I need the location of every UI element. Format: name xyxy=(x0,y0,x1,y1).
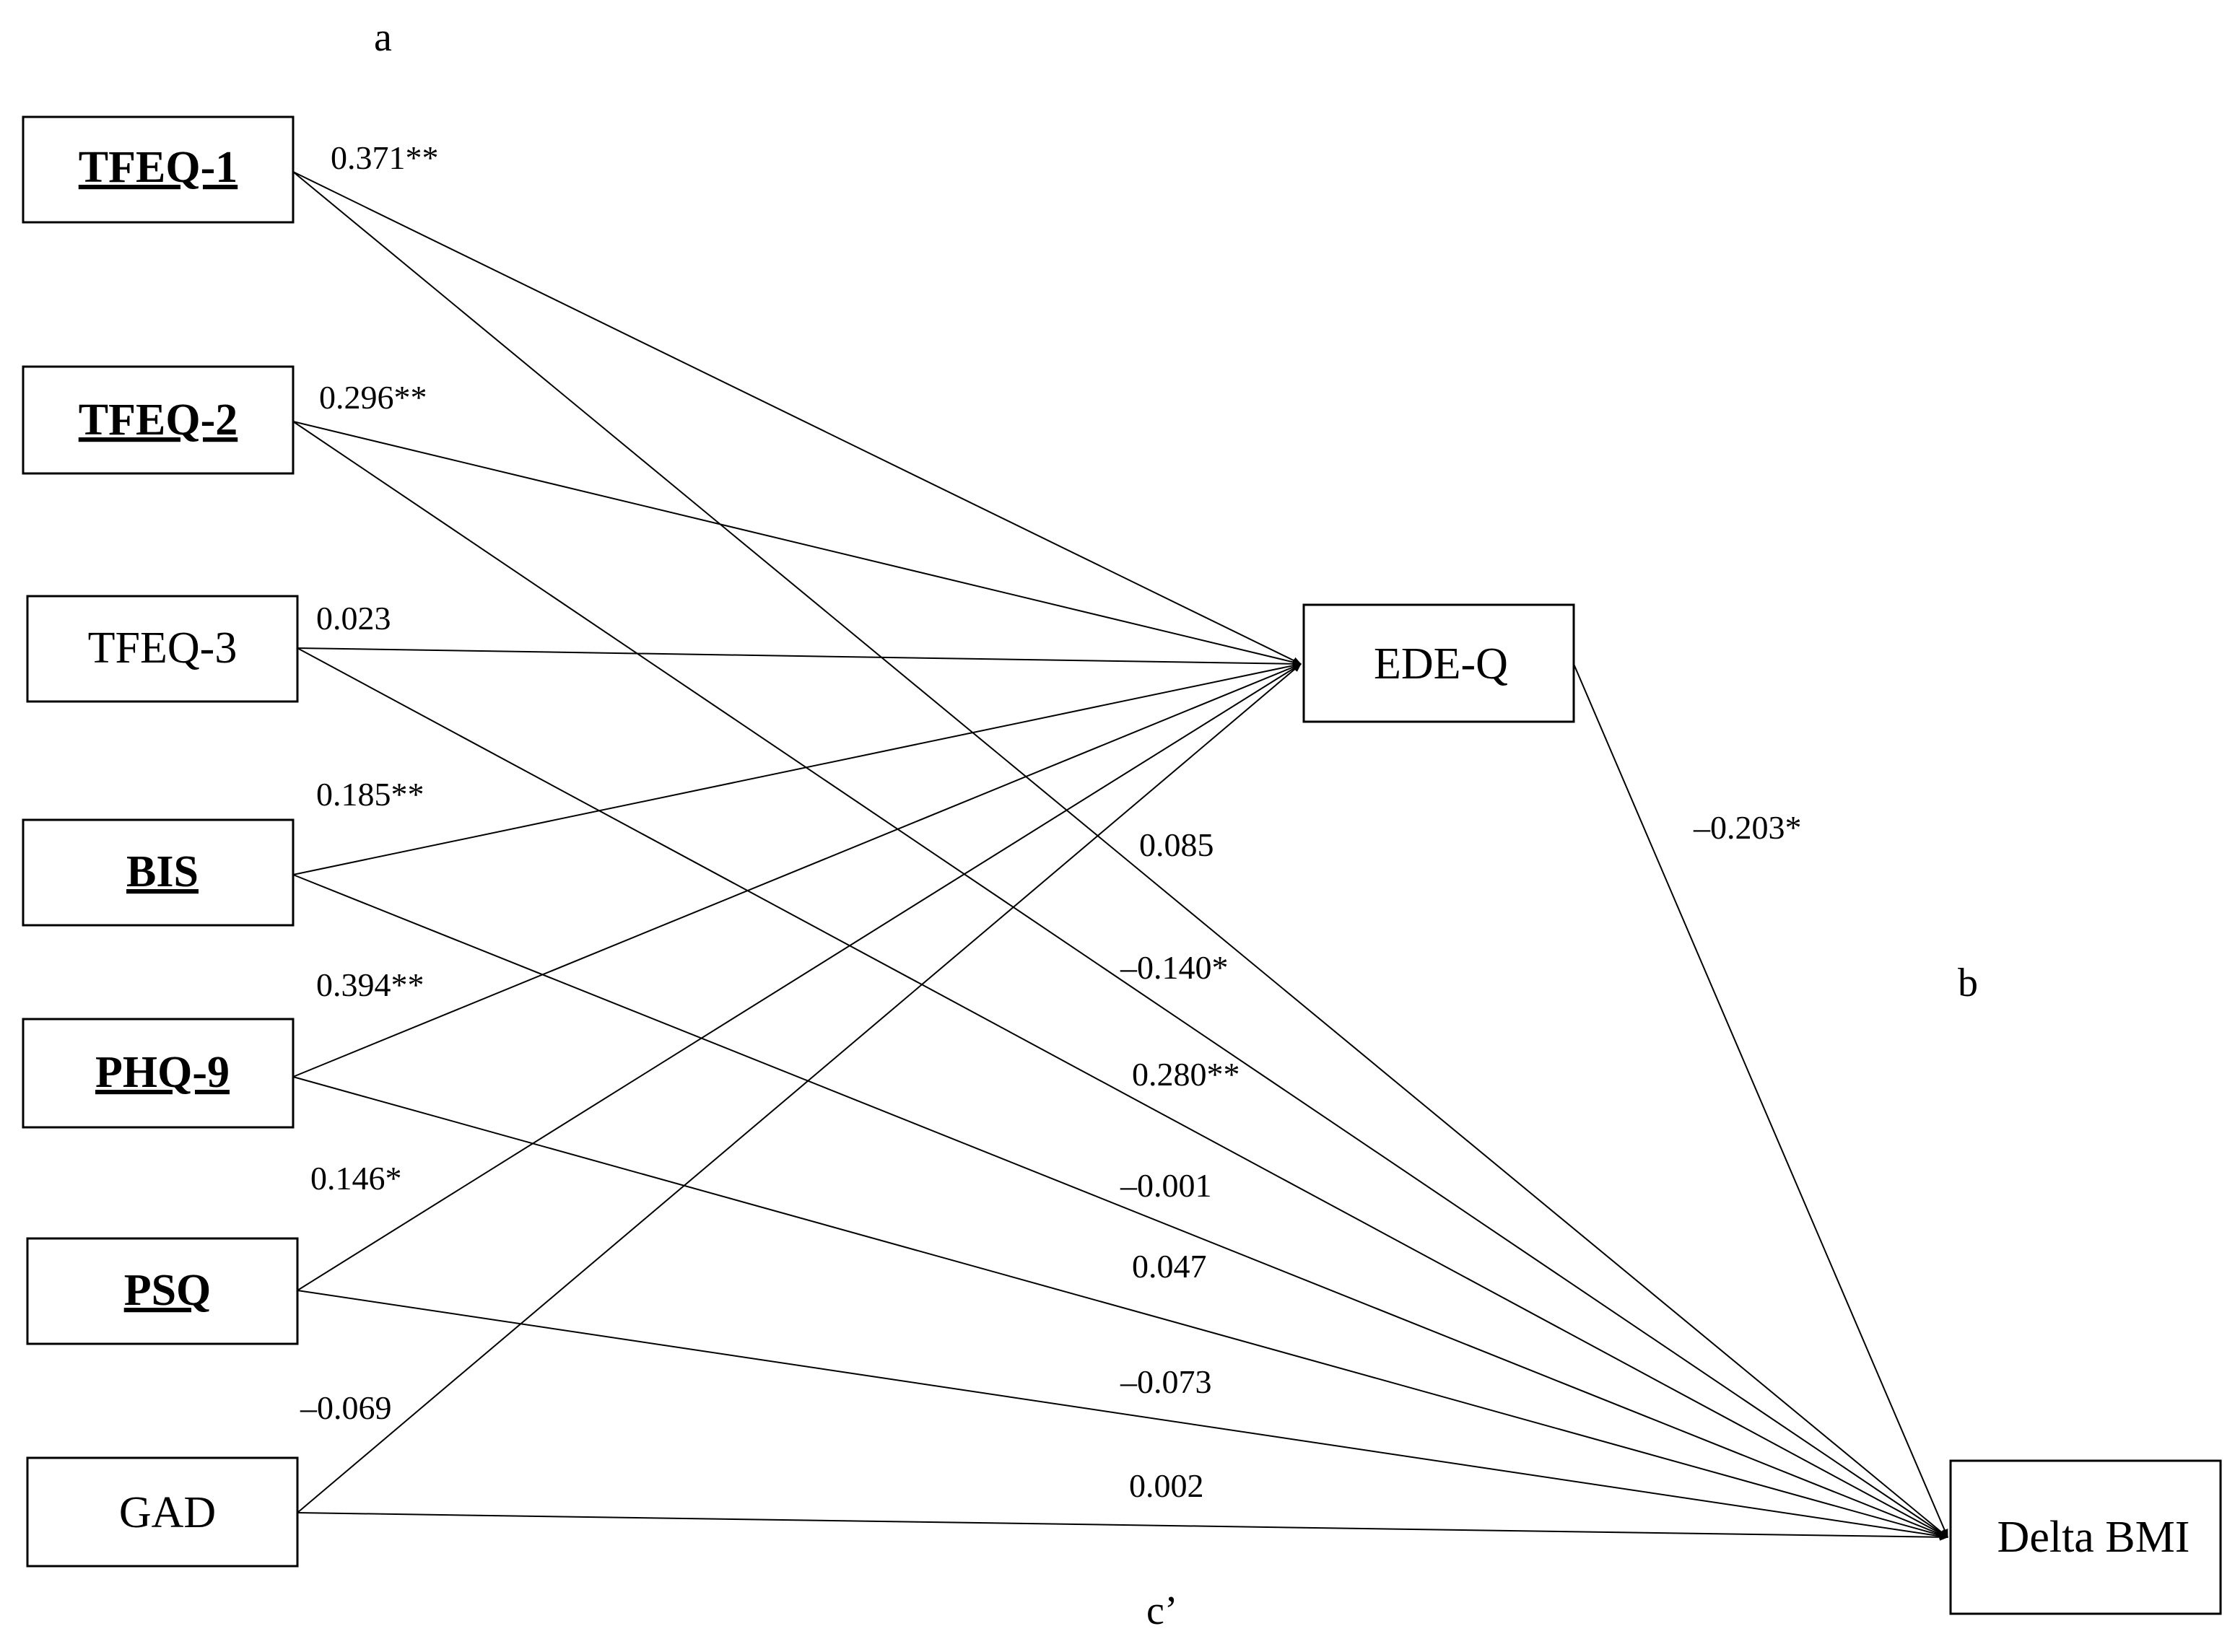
node-label-tfeq2: TFEQ-2 xyxy=(79,395,238,445)
node-gad: GAD xyxy=(26,1456,299,1568)
edge-a-tfeq1 xyxy=(292,171,1302,665)
path-label-c-prime: c’ xyxy=(1146,1588,1178,1633)
edge-a-tfeq2 xyxy=(292,421,1302,666)
path-label-a: a xyxy=(374,15,392,60)
edge-c-gad xyxy=(297,1512,1948,1541)
coef-a-psq: 0.146* xyxy=(310,1160,402,1197)
node-label-bis: BIS xyxy=(126,847,199,896)
edge-c-phq9 xyxy=(292,1076,1948,1539)
node-label-delta-bmi: Delta BMI xyxy=(1997,1513,2190,1562)
coef-c-tfeq2: –0.140* xyxy=(1120,949,1229,986)
node-label-edeq: EDE-Q xyxy=(1374,639,1508,689)
node-bis: BIS xyxy=(22,818,295,927)
coef-c-psq: –0.073 xyxy=(1120,1363,1212,1400)
edge-b-edeq xyxy=(1573,663,1948,1538)
node-phq9: PHQ-9 xyxy=(22,1018,295,1129)
node-edeq: EDE-Q xyxy=(1302,603,1575,723)
node-tfeq2: TFEQ-2 xyxy=(22,365,295,475)
node-label-gad: GAD xyxy=(119,1488,216,1537)
coef-a-phq9: 0.394** xyxy=(316,966,424,1003)
edge-c-tfeq3 xyxy=(297,647,1948,1538)
node-tfeq1: TFEQ-1 xyxy=(22,115,295,224)
edge-c-tfeq1 xyxy=(292,171,1948,1538)
coef-c-bis: –0.001 xyxy=(1120,1167,1212,1204)
node-delta-bmi: Delta BMI xyxy=(1949,1459,2222,1615)
node-label-phq9: PHQ-9 xyxy=(95,1048,230,1097)
coef-a-tfeq2: 0.296** xyxy=(319,379,427,416)
node-label-tfeq1: TFEQ-1 xyxy=(79,143,238,192)
edge-a-bis xyxy=(292,662,1302,875)
node-label-tfeq3: TFEQ-3 xyxy=(88,624,238,673)
node-psq: PSQ xyxy=(26,1237,299,1345)
node-tfeq3: TFEQ-3 xyxy=(26,595,299,703)
edge-c-psq xyxy=(297,1290,1948,1540)
edge-a-phq9 xyxy=(292,663,1302,1078)
edge-c-bis xyxy=(292,874,1948,1538)
edge-c-tfeq2 xyxy=(292,421,1948,1538)
coef-a-tfeq1: 0.371** xyxy=(331,139,439,176)
node-label-psq: PSQ xyxy=(124,1266,212,1315)
coef-b-edeq: –0.203* xyxy=(1693,809,1802,846)
coef-a-gad: –0.069 xyxy=(300,1389,392,1426)
coef-a-bis: 0.185** xyxy=(316,776,424,813)
edge-a-psq xyxy=(297,663,1302,1291)
path-label-b: b xyxy=(1958,961,1978,1005)
edge-a-gad xyxy=(297,663,1302,1513)
coef-c-phq9: 0.047 xyxy=(1132,1248,1207,1285)
edge-a-tfeq3 xyxy=(297,647,1302,668)
coef-c-tfeq1: 0.085 xyxy=(1139,826,1214,863)
coef-c-tfeq3: 0.280** xyxy=(1132,1056,1240,1093)
coef-a-tfeq3: 0.023 xyxy=(316,600,391,637)
coef-c-gad: 0.002 xyxy=(1129,1467,1204,1504)
